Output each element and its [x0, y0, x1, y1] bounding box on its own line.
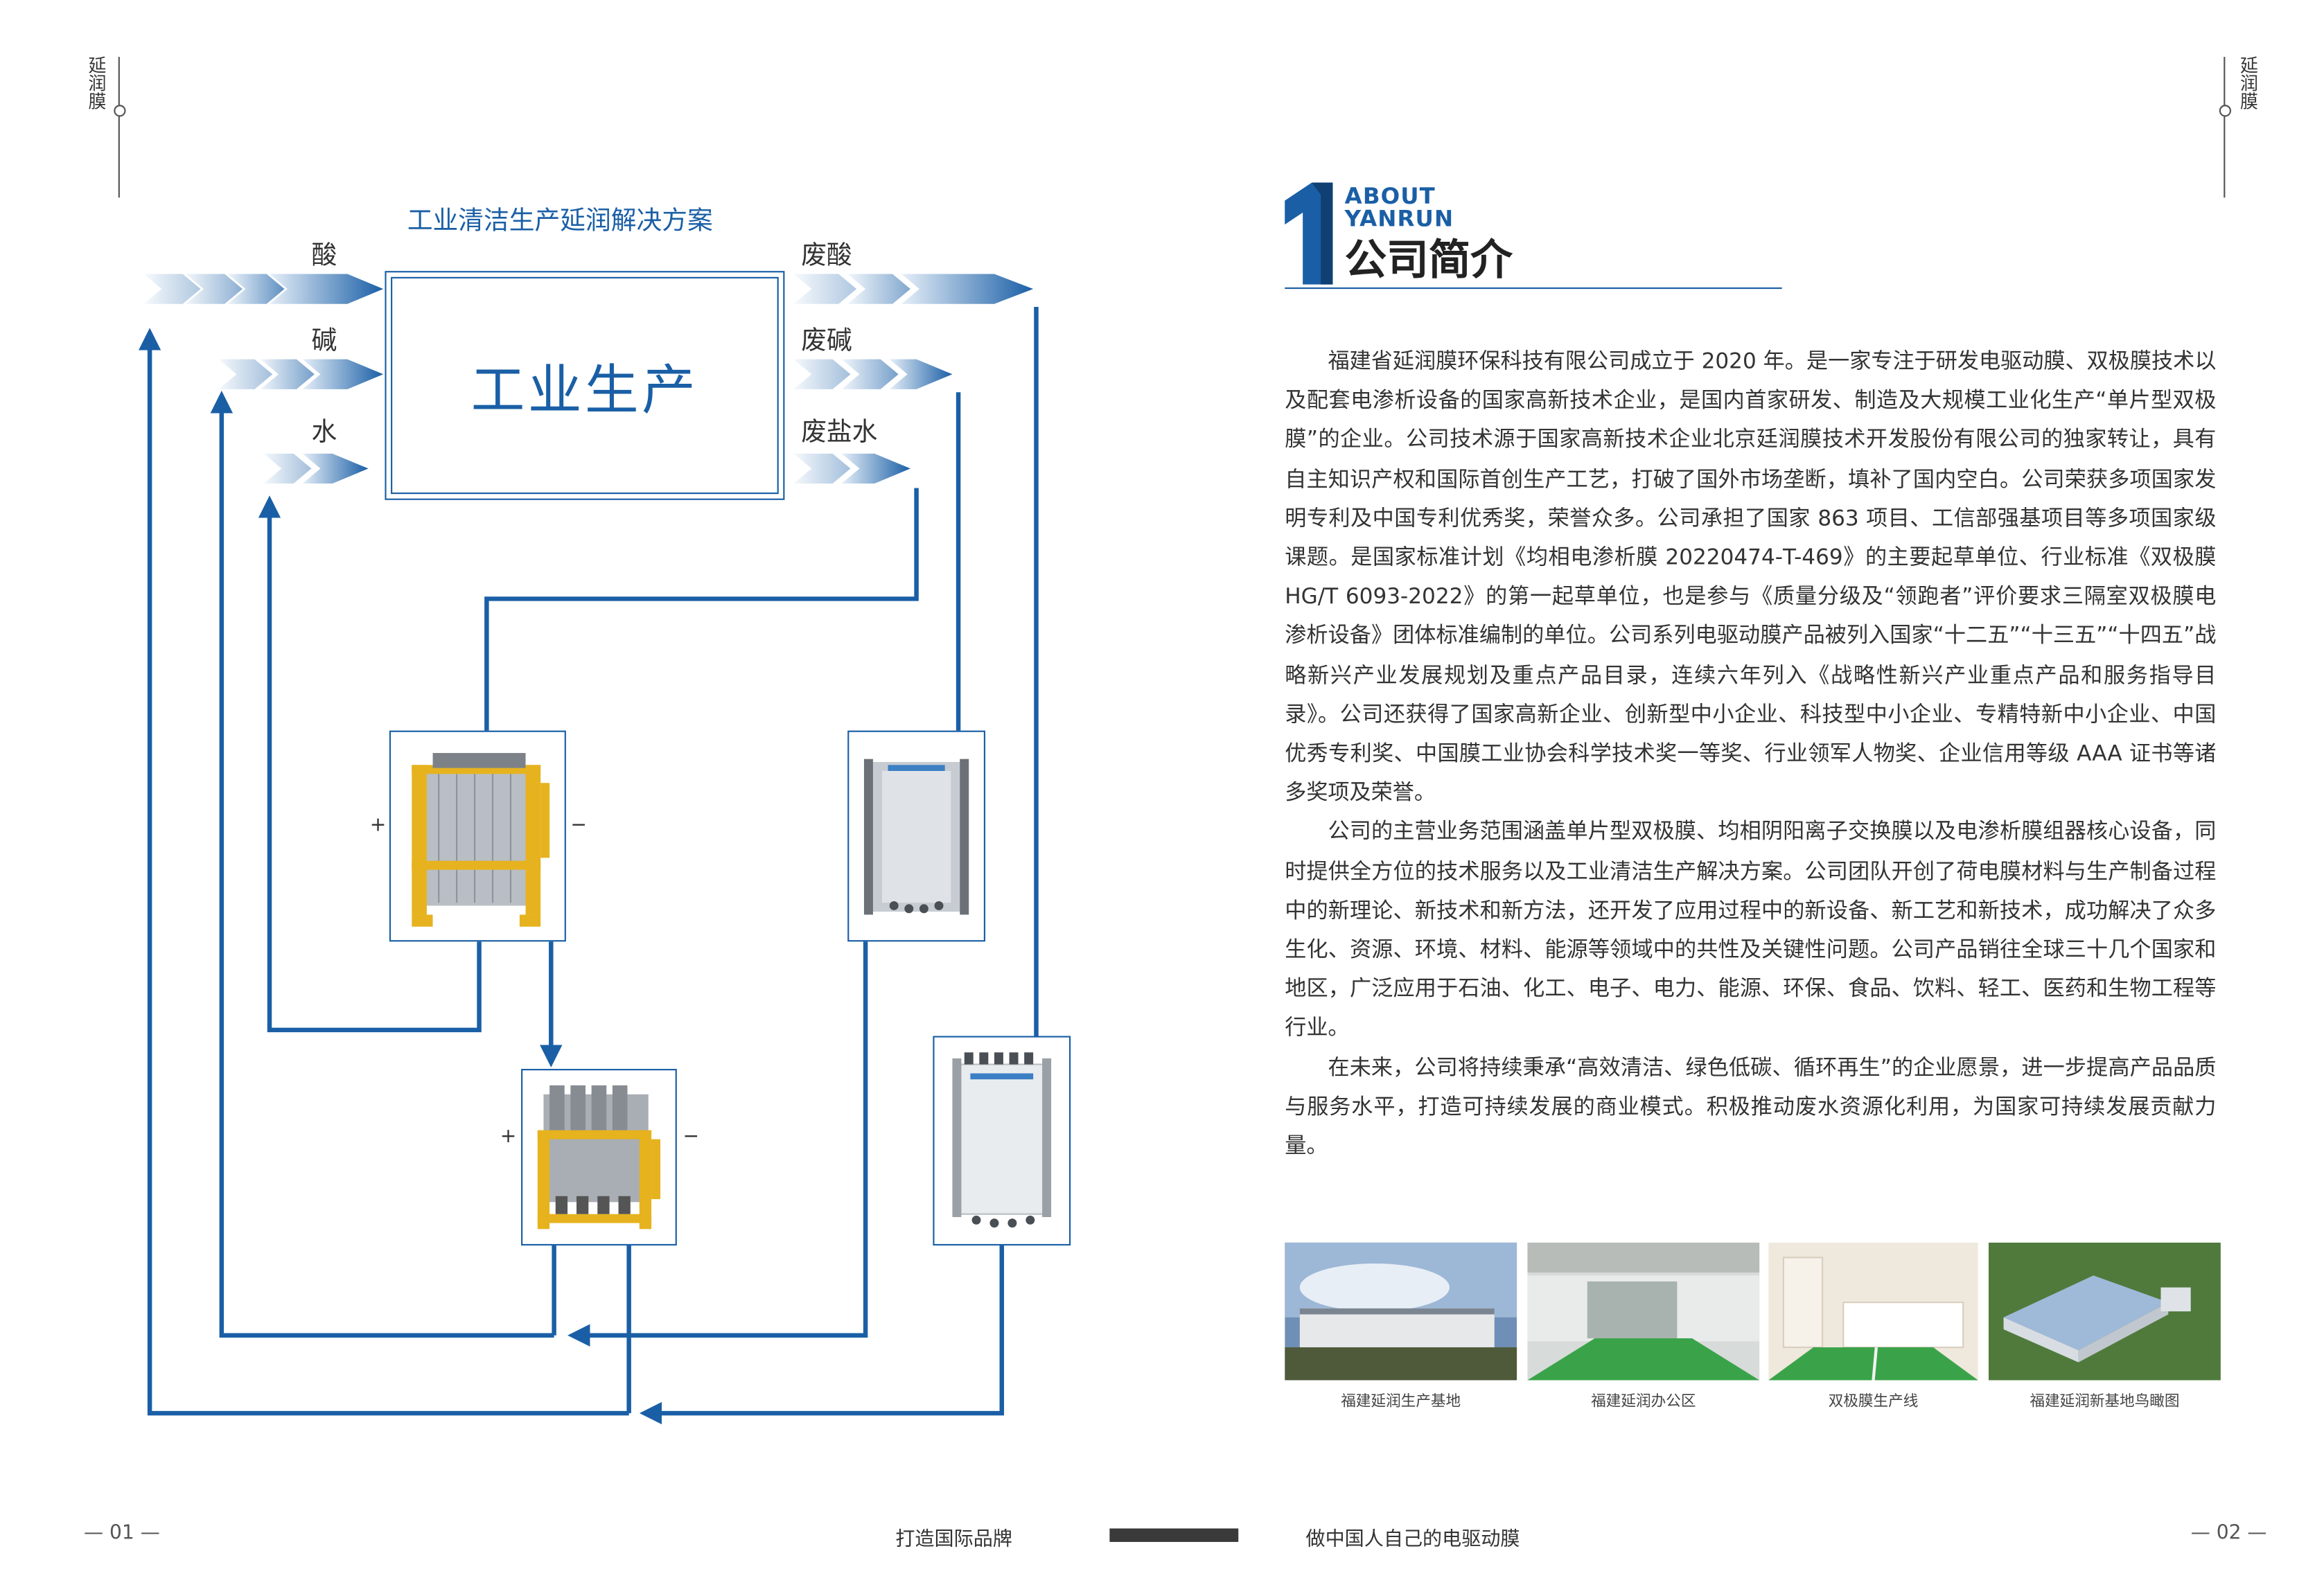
electrodialysis-stack-yellow-image [412, 753, 550, 927]
input-arrow-base [218, 359, 384, 389]
photo-caption-4: 福建延润新基地鸟瞰图 [2030, 1393, 2180, 1410]
input-label-water: 水 [311, 417, 337, 448]
section-en-line1: ABOUT [1344, 182, 1436, 210]
section-underline [1285, 287, 1782, 290]
output-label-brine: 废盐水 [801, 417, 878, 448]
output-arrow-acid [793, 274, 1034, 304]
input-label-acid: 酸 [311, 240, 337, 272]
intro-paragraph-2: 公司的主营业务范围涵盖单片型双极膜、均相阴阳离子交换膜以及电渗析膜组器核心设备，… [1285, 821, 2217, 1041]
output-label-base: 废碱 [801, 326, 852, 357]
photo-office-area [1527, 1242, 1760, 1381]
equipment-a [389, 730, 566, 942]
section-title: 公司简介 [1344, 235, 1513, 285]
footer-slogan-right: 做中国人自己的电驱动膜 [1305, 1528, 1520, 1551]
output-arrow-brine [793, 453, 910, 484]
company-intro-text: 福建省延润膜环保科技有限公司成立于 2020 年。是一家专注于研发电驱动膜、双极… [1285, 343, 2216, 1167]
flow-line-return-water [258, 495, 482, 1033]
photo-new-base-aerial [1988, 1242, 2221, 1381]
intro-paragraph-1: 福建省延润膜环保科技有限公司成立于 2020 年。是一家专注于研发电驱动膜、双极… [1285, 350, 2217, 806]
flow-line-return-bottom [639, 1242, 1005, 1425]
diagram-lines [138, 274, 1039, 1425]
flow-line-return-base [210, 391, 554, 1338]
photo-caption-2: 福建延润办公区 [1591, 1393, 1696, 1410]
output-arrow-base [793, 359, 953, 389]
flow-line-b-return [567, 940, 868, 1347]
brand-vertical-right: 延润膜 [2239, 55, 2258, 113]
footer-center-bar [1109, 1528, 1239, 1542]
industrial-production-box: 工业生产 [385, 271, 785, 500]
equipment-d [933, 1036, 1071, 1246]
brand-dot-right [2219, 105, 2232, 117]
equipment-c-minus: − [683, 1126, 700, 1149]
equipment-a-plus: + [369, 814, 387, 837]
electrodialysis-stack-yellow-small-image [537, 1085, 661, 1230]
brand-rule-right [2224, 57, 2226, 198]
section-en-line2: YANRUN [1344, 205, 1454, 232]
photo-production-base [1285, 1242, 1517, 1381]
diagram-title: 工业清洁生产延润解决方案 [407, 206, 713, 237]
page-number-right: — 02 — [2190, 1522, 2267, 1545]
intro-paragraph-3: 在未来，公司将持续秉承“高效清洁、绿色低碳、循环再生”的企业愿景，进一步提高产品… [1285, 1056, 2217, 1159]
output-label-acid: 废酸 [801, 240, 852, 272]
input-arrow-water [263, 453, 369, 484]
brand-vertical-left: 延润膜 [88, 55, 107, 113]
equipment-c [521, 1069, 677, 1246]
footer-slogan-left: 打造国际品牌 [895, 1528, 1012, 1551]
equipment-c-plus: + [500, 1126, 517, 1149]
section-number-graphic [1285, 182, 1333, 285]
input-arrow-acid [143, 274, 384, 304]
electrodialysis-stack-white-image [952, 1052, 1052, 1228]
flow-line-brine [484, 488, 919, 731]
page-number-left: — 01 — [84, 1522, 160, 1545]
brand-rule-left [118, 57, 120, 198]
electrodialysis-stack-grey-image [863, 759, 969, 915]
equipment-b [847, 730, 986, 942]
equipment-a-minus: − [570, 814, 587, 837]
input-label-base: 碱 [311, 326, 337, 357]
photo-caption-3: 双极膜生产线 [1828, 1393, 1919, 1410]
brand-dot-left [114, 105, 126, 117]
flow-line-return-acid [138, 328, 629, 1416]
industrial-production-label: 工业生产 [470, 360, 699, 422]
photo-bipolar-membrane-line [1768, 1242, 1978, 1381]
photo-caption-1: 福建延润生产基地 [1341, 1393, 1461, 1410]
